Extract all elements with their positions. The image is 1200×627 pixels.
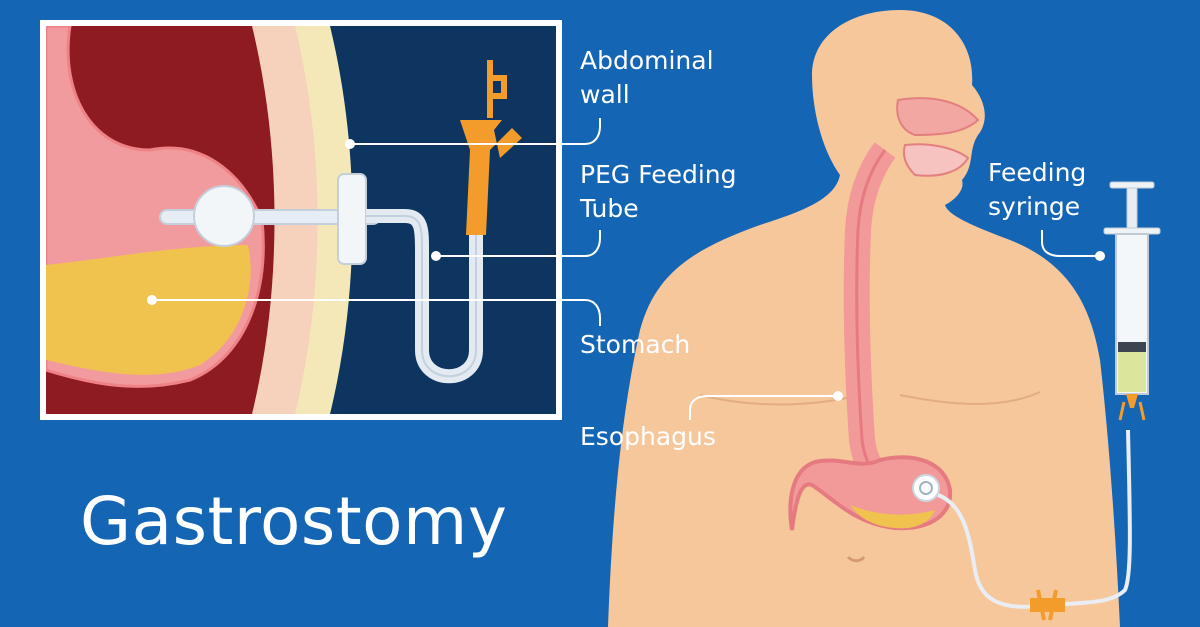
stomach-leader bbox=[556, 299, 601, 326]
label-feeding-syringe: Feeding syringe bbox=[988, 156, 1086, 224]
syringe-leader bbox=[1041, 230, 1100, 257]
label-peg-tube-line2: Tube bbox=[580, 194, 639, 223]
label-abdominal-wall-line1: Abdominal bbox=[580, 46, 714, 75]
nasal-cavity bbox=[896, 97, 980, 137]
chest-contour-right bbox=[899, 391, 1041, 405]
esophagus-leader bbox=[689, 395, 838, 420]
human-body bbox=[608, 10, 1132, 627]
peg-tube-leader bbox=[556, 230, 601, 257]
plunger-top bbox=[1109, 181, 1155, 189]
internal-bumper bbox=[193, 185, 255, 247]
chest-contour bbox=[699, 394, 861, 406]
body-stomach-fluid bbox=[850, 505, 935, 529]
navel bbox=[846, 555, 866, 563]
plunger-seal bbox=[1118, 342, 1146, 352]
oral-cavity bbox=[902, 143, 970, 177]
feeding-syringe bbox=[1103, 181, 1161, 421]
label-stomach: Stomach bbox=[580, 328, 690, 362]
leader-lines bbox=[556, 118, 1105, 420]
inset-closeup bbox=[40, 20, 562, 420]
label-peg-tube-line1: PEG Feeding bbox=[580, 160, 737, 189]
body-stomach bbox=[788, 455, 953, 531]
syringe-fluid bbox=[1118, 350, 1146, 392]
label-abdominal-wall-line2: wall bbox=[580, 80, 630, 109]
stomach-fluid bbox=[46, 245, 251, 375]
abdominal-wall-leader bbox=[556, 118, 601, 145]
plunger-rod bbox=[1126, 187, 1138, 229]
external-bolster bbox=[337, 173, 367, 265]
page-title: Gastrostomy bbox=[80, 483, 508, 560]
label-peg-tube: PEG Feeding Tube bbox=[580, 158, 737, 226]
label-esophagus-text: Esophagus bbox=[580, 422, 716, 451]
label-esophagus: Esophagus bbox=[580, 420, 716, 454]
label-stomach-text: Stomach bbox=[580, 330, 691, 359]
tube-clamp bbox=[1030, 598, 1065, 612]
label-abdominal-wall: Abdominal wall bbox=[580, 44, 714, 112]
label-feeding-syringe-line1: Feeding bbox=[988, 158, 1087, 187]
peg-port bbox=[912, 474, 940, 502]
label-feeding-syringe-line2: syringe bbox=[988, 192, 1081, 221]
peg-y-connector bbox=[460, 120, 522, 235]
